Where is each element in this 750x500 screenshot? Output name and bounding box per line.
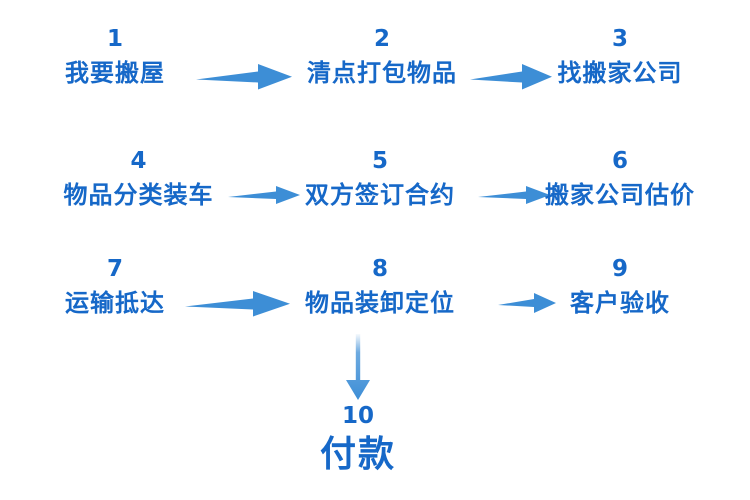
flow-step-10[interactable]: 10 付款 [283, 405, 433, 473]
flow-step-3[interactable]: 3 找搬家公司 [545, 26, 695, 87]
step-label: 付款 [319, 434, 396, 475]
step-number: 9 [611, 256, 628, 282]
step-label: 双方签订合约 [305, 181, 455, 209]
step-label: 运输抵达 [65, 289, 165, 317]
step-number: 5 [371, 148, 388, 174]
step-number: 2 [373, 26, 390, 52]
step-label: 我要搬屋 [65, 59, 165, 87]
flow-step-4[interactable]: 4 物品分类装车 [62, 148, 215, 209]
step-number: 4 [130, 148, 147, 174]
step-number: 1 [106, 26, 123, 52]
arrow-right-icon-1-2 [196, 63, 292, 91]
step-number: 7 [106, 256, 123, 282]
arrow-right-icon-8-9 [498, 292, 556, 314]
step-number: 6 [611, 148, 628, 174]
step-label: 物品分类装车 [63, 181, 214, 209]
step-number: 10 [341, 403, 374, 429]
arrow-right-icon-5-6 [478, 185, 550, 205]
arrow-right-icon-4-5 [228, 185, 300, 205]
flow-step-9[interactable]: 9 客户验收 [545, 256, 695, 317]
flow-step-8[interactable]: 8 物品装卸定位 [305, 256, 455, 317]
arrow-right-icon-2-3 [470, 63, 552, 91]
arrow-down-icon-8-10 [345, 334, 371, 400]
step-label: 清点打包物品 [307, 59, 457, 87]
step-number: 3 [611, 26, 628, 52]
flow-step-1[interactable]: 1 我要搬屋 [40, 26, 190, 87]
flow-step-5[interactable]: 5 双方签订合约 [305, 148, 455, 209]
step-label: 物品装卸定位 [305, 289, 455, 317]
step-label: 搬家公司估价 [545, 181, 695, 209]
step-label: 找搬家公司 [557, 59, 683, 87]
flow-step-2[interactable]: 2 清点打包物品 [307, 26, 457, 87]
step-label: 客户验收 [570, 289, 670, 317]
flow-step-7[interactable]: 7 运输抵达 [40, 256, 190, 317]
flow-step-6[interactable]: 6 搬家公司估价 [545, 148, 695, 209]
step-number: 8 [371, 256, 388, 282]
arrow-right-icon-7-8 [185, 290, 290, 318]
